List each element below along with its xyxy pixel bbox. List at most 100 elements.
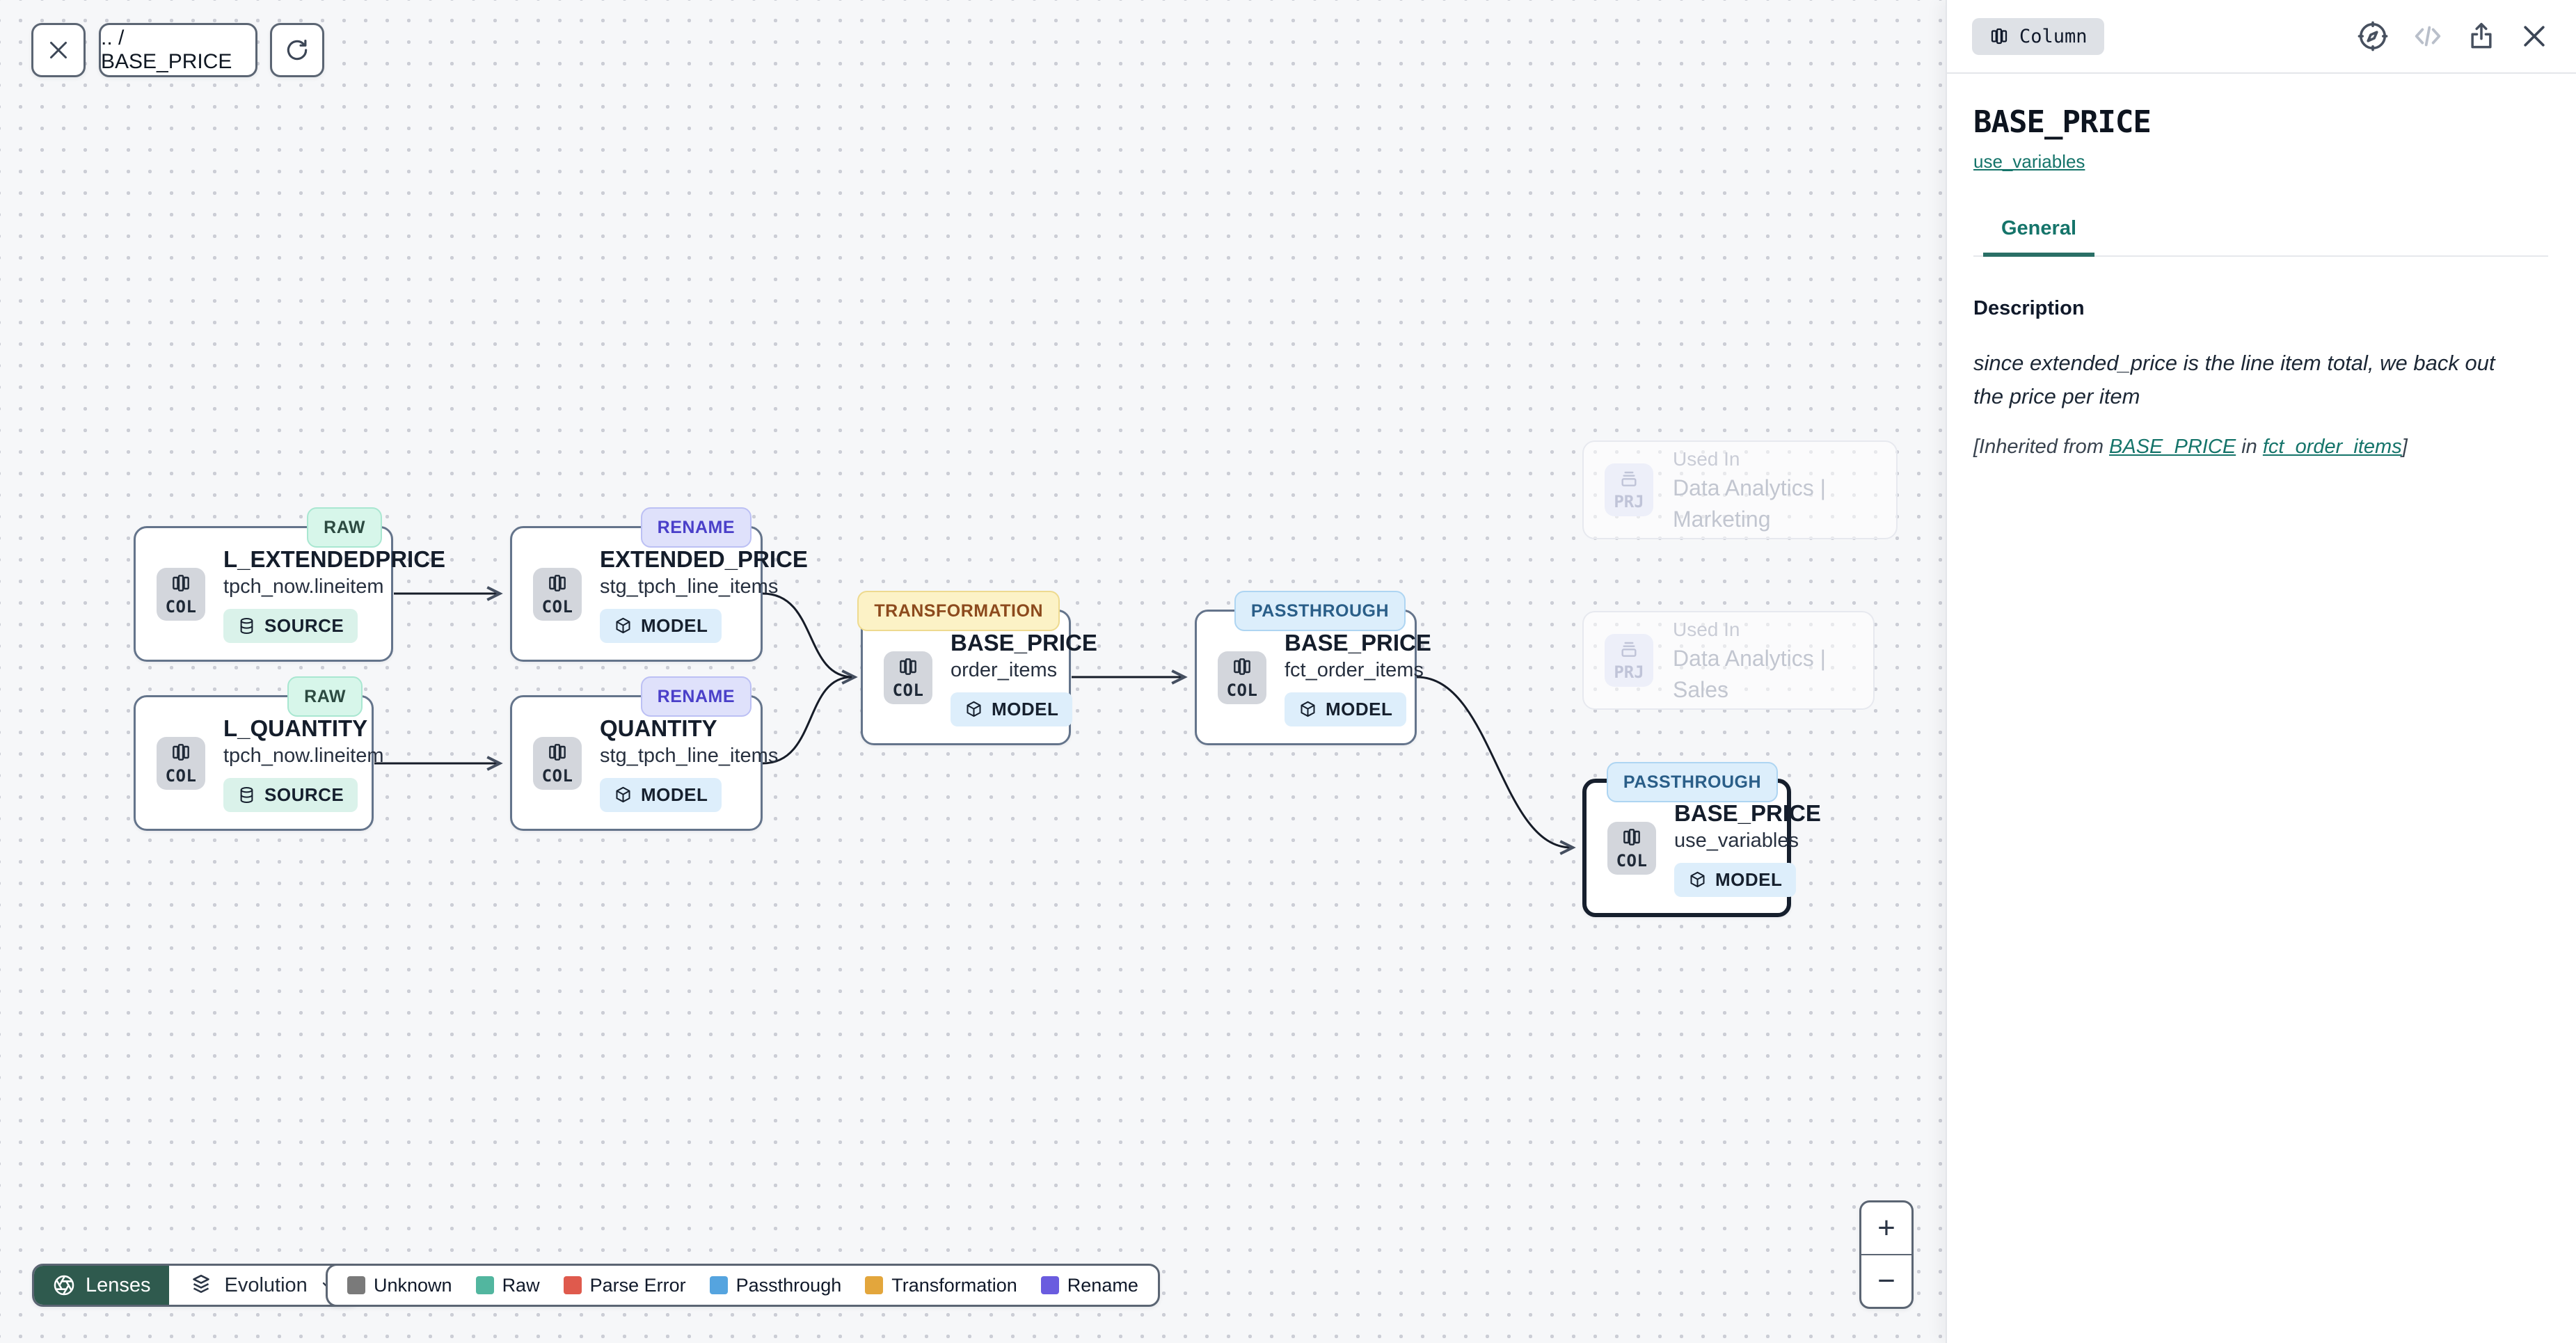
description-label: Description — [1973, 297, 2085, 319]
legend-item: Passthrough — [709, 1275, 841, 1296]
zoom-out-button[interactable]: − — [1877, 1264, 1895, 1298]
node-base-price-order-items[interactable]: TRANSFORMATION COL BASE_PRICE order_item… — [857, 591, 1097, 745]
columns-icon — [549, 743, 566, 761]
node-title: L_EXTENDEDPRICE — [223, 546, 446, 572]
lens-mode-label: Evolution — [224, 1273, 308, 1296]
legend-swatch — [865, 1276, 884, 1294]
inherited-column-link[interactable]: BASE_PRICE — [2109, 436, 2236, 459]
node-title: QUANTITY — [600, 715, 717, 741]
project-entity-chip: PRJ — [1605, 463, 1653, 516]
breadcrumb[interactable]: .. / BASE_PRICE — [99, 23, 257, 77]
tag-label: MODEL — [641, 615, 708, 637]
lenses-label: Lenses — [86, 1273, 151, 1296]
column-entity-chip: COL — [1218, 651, 1266, 704]
project-icon — [1621, 471, 1637, 486]
columns-icon — [900, 658, 916, 675]
entity-label: COL — [1226, 680, 1258, 700]
cube-icon — [616, 617, 630, 634]
model-tag: MODEL — [600, 778, 722, 813]
project-icon — [1621, 642, 1637, 657]
close-graph-button[interactable] — [31, 23, 86, 77]
column-entity-chip: COL — [1607, 821, 1656, 875]
layers-icon — [192, 1274, 209, 1294]
node-title: BASE_PRICE — [1674, 800, 1821, 826]
used-in-card-marketing[interactable]: PRJ Used In Data Analytics | Marketing — [1582, 440, 1898, 539]
tab-general[interactable]: General — [1983, 217, 2094, 257]
node-base-price-use-variables[interactable]: PASSTHROUGH COL BASE_PRICE use_variables… — [1582, 762, 1821, 917]
column-entity-chip: COL — [157, 736, 205, 790]
node-title: L_QUANTITY — [223, 715, 368, 741]
node-l-extendedprice[interactable]: RAW COL L_EXTENDEDPRICE tpch_now.lineite… — [134, 507, 445, 662]
lens-legend: Unknown Raw Parse Error Passthrough Tran… — [326, 1264, 1160, 1307]
lenses-button[interactable]: Lenses — [34, 1266, 169, 1305]
state-badge: RENAME — [640, 507, 752, 548]
legend-swatch — [1040, 1276, 1059, 1294]
state-badge: RAW — [307, 507, 382, 548]
cube-icon — [1301, 701, 1315, 717]
model-tag: MODEL — [1674, 863, 1797, 898]
legend-item: Transformation — [865, 1275, 1017, 1296]
node-subtitle: tpch_now.lineitem — [223, 745, 384, 768]
column-entity-chip: COL — [533, 567, 582, 621]
entity-label: COL — [165, 596, 197, 617]
zoom-in-button[interactable]: + — [1861, 1202, 1911, 1255]
panel-title: BASE_PRICE — [1973, 104, 2152, 140]
legend-item: Unknown — [347, 1275, 452, 1296]
refresh-icon — [287, 39, 308, 61]
database-icon — [240, 618, 253, 635]
node-subtitle: fct_order_items — [1285, 659, 1424, 682]
tag-label: MODEL — [1326, 699, 1393, 720]
code-icon — [2415, 26, 2441, 47]
tag-label: SOURCE — [264, 615, 344, 637]
node-subtitle: use_variables — [1674, 829, 1799, 852]
entity-type-label: Column — [2019, 25, 2088, 47]
tag-label: MODEL — [1715, 869, 1783, 891]
lineage-canvas[interactable]: .. / BASE_PRICE RAW COL L_EXTENDEDPRICE … — [0, 0, 1946, 1343]
used-in-project: Data Analytics | Sales — [1673, 645, 1826, 702]
state-badge: RAW — [287, 676, 363, 717]
model-tag: MODEL — [600, 609, 722, 644]
node-subtitle: stg_tpch_line_items — [600, 745, 779, 768]
state-badge: RENAME — [640, 676, 752, 717]
close-icon — [50, 42, 67, 58]
cube-icon — [1690, 871, 1705, 888]
share-button[interactable] — [2466, 21, 2497, 51]
entity-label: COL — [165, 765, 197, 786]
close-panel-button[interactable] — [2519, 21, 2550, 51]
column-entity-chip: COL — [533, 736, 582, 790]
view-code-button[interactable] — [2412, 20, 2444, 52]
model-tag: MODEL — [951, 692, 1073, 727]
cube-icon — [616, 786, 630, 803]
node-extended-price[interactable]: RENAME COL EXTENDED_PRICE stg_tpch_line_… — [510, 507, 808, 662]
entity-type-chip: Column — [1972, 17, 2104, 55]
columns-icon — [1234, 658, 1250, 675]
aperture-icon — [54, 1275, 74, 1296]
node-quantity[interactable]: RENAME COL QUANTITY stg_tpch_line_items … — [510, 676, 778, 831]
used-in-card-sales[interactable]: PRJ Used In Data Analytics | Sales — [1582, 611, 1875, 710]
legend-item: Rename — [1040, 1275, 1138, 1296]
refresh-button[interactable] — [270, 23, 324, 77]
legend-swatch — [475, 1276, 494, 1294]
explore-lineage-button[interactable] — [2356, 19, 2390, 53]
used-in-label: Used In — [1673, 447, 1740, 470]
node-subtitle: tpch_now.lineitem — [223, 575, 384, 598]
model-tag: MODEL — [1285, 692, 1407, 727]
columns-icon — [549, 574, 566, 591]
node-base-price-fct-order-items[interactable]: PASSTHROUGH COL BASE_PRICE fct_order_ite… — [1195, 591, 1431, 745]
used-in-label: Used In — [1673, 618, 1740, 640]
node-l-quantity[interactable]: RAW COL L_QUANTITY tpch_now.lineitem SOU… — [134, 676, 384, 831]
entity-label: COL — [541, 765, 573, 786]
entity-label: COL — [541, 596, 573, 617]
tag-label: MODEL — [992, 699, 1059, 720]
legend-swatch — [563, 1276, 582, 1294]
legend-swatch — [709, 1276, 728, 1294]
project-entity-chip: PRJ — [1605, 634, 1653, 687]
model-link[interactable]: use_variables — [1973, 151, 2085, 172]
node-subtitle: order_items — [951, 659, 1058, 682]
legend-swatch — [347, 1276, 365, 1294]
state-badge: PASSTHROUGH — [1606, 762, 1778, 802]
inherited-model-link[interactable]: fct_order_items — [2262, 436, 2402, 459]
details-panel: Column BASE_PRICE use_variables General … — [1946, 0, 2576, 1343]
node-title: EXTENDED_PRICE — [600, 546, 808, 572]
columns-icon — [1623, 828, 1640, 845]
